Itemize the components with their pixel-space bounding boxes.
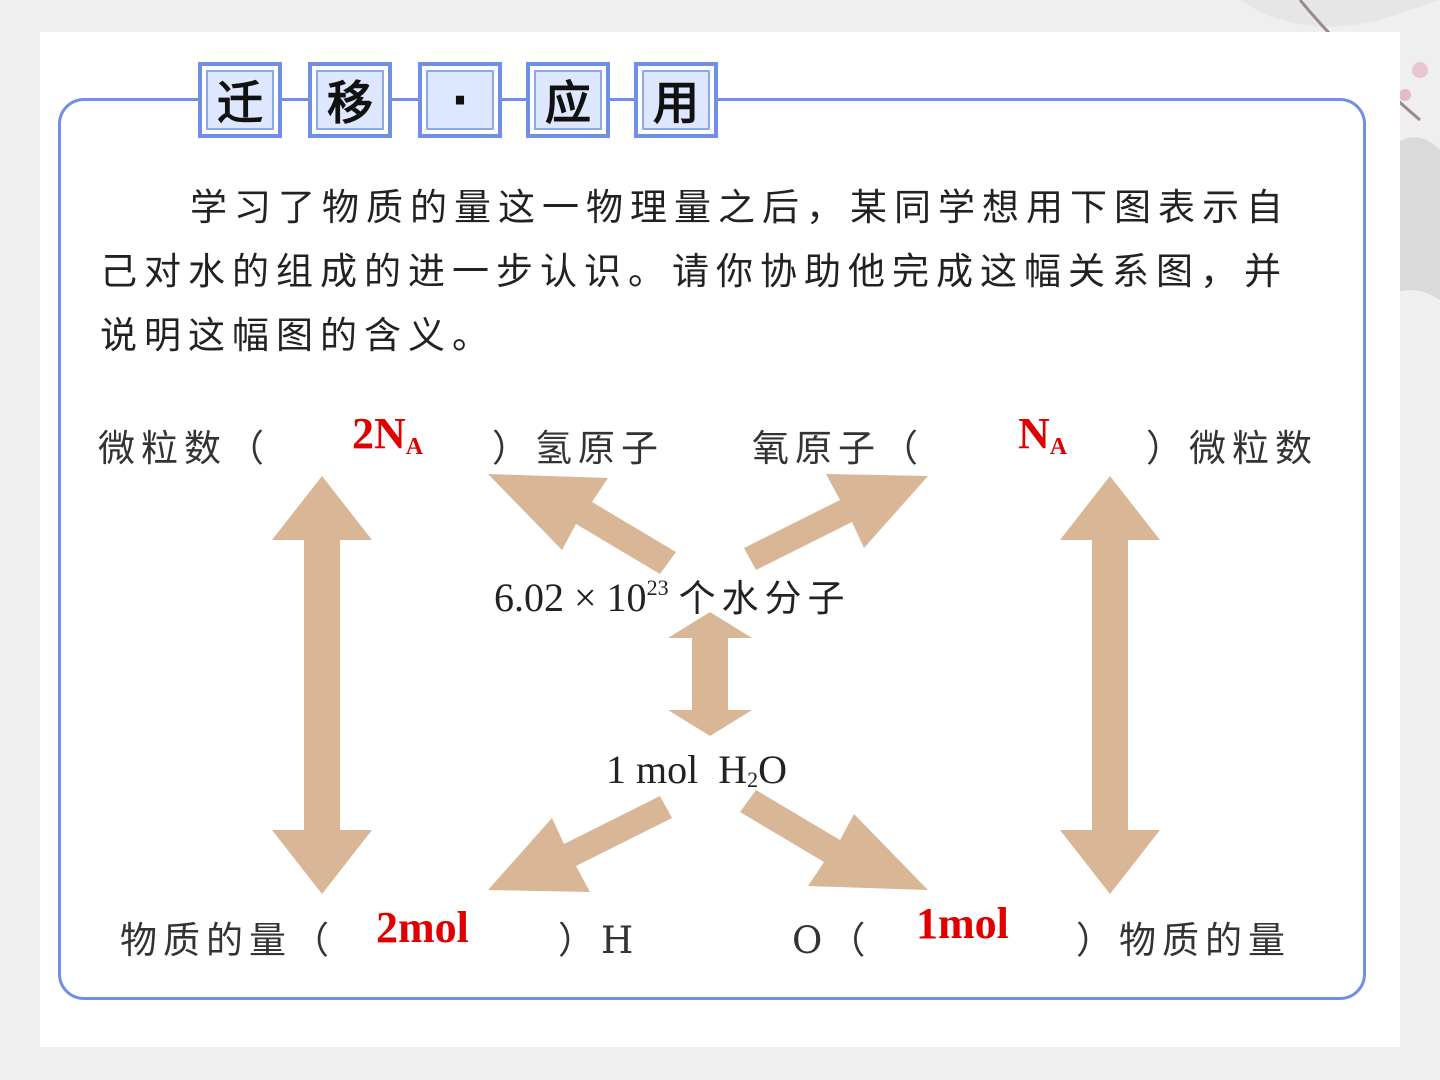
mol-suffix: O: [758, 747, 788, 792]
title-connector: [612, 98, 636, 101]
title-right-rule: [718, 98, 1318, 101]
label-top-right-suffix: ）微粒数: [1146, 427, 1318, 470]
title-char-box: 迁: [198, 62, 282, 138]
count-exponent: 23: [646, 575, 669, 600]
title-char-box: 用: [634, 62, 718, 138]
arrow-to-oxygen-bottom: [740, 790, 928, 890]
title-char: ·: [426, 70, 494, 130]
title-char-box: 应: [526, 62, 610, 138]
count-unit: 个水分子: [678, 577, 851, 620]
label-top-left-prefix: 微粒数（: [98, 427, 270, 470]
label-top-left-suffix: ）氢原子: [492, 427, 664, 470]
answer-sub: A: [1049, 434, 1068, 460]
title-char: 迁: [206, 70, 274, 130]
mol-prefix: 1 mol H: [606, 747, 748, 792]
label-bottom-right-suffix: ）物质的量: [1076, 919, 1291, 962]
count-base: 6.02 × 10: [494, 575, 647, 620]
title-connector: [502, 98, 528, 101]
answer-sub: A: [405, 434, 424, 460]
arrow-to-hydrogen-top: [488, 474, 676, 574]
arrow-to-hydrogen-bottom: [488, 796, 672, 892]
right-double-arrow: [1060, 476, 1160, 894]
answer-oxygen-amount: 1mol: [916, 899, 1009, 948]
title-char-box: 移: [308, 62, 392, 138]
answer-oxygen-particles: NA: [1018, 408, 1067, 461]
label-bottom-left-prefix: 物质的量（: [120, 919, 335, 962]
answer-hydrogen-amount: 2mol: [376, 903, 469, 952]
answer-main: 2N: [352, 409, 406, 458]
mol-subscript: 2: [747, 767, 759, 792]
title-char: 移: [316, 70, 384, 130]
problem-text: 学习了物质的量这一物理量之后，某同学想用下图表示自己对水的组成的进一步认识。请你…: [100, 186, 1290, 357]
label-bottom-right-prefix: O（: [792, 919, 872, 962]
content-card: [40, 32, 1400, 1047]
title-char: 用: [642, 70, 710, 130]
left-double-arrow: [272, 476, 372, 894]
title-connector: [282, 98, 308, 101]
title-char-box: ·: [418, 62, 502, 138]
center-molecule-count: 6.02 × 1023 个水分子: [494, 568, 851, 622]
arrow-to-oxygen-top: [744, 474, 928, 570]
answer-hydrogen-particles: 2NA: [352, 408, 423, 461]
answer-main: N: [1018, 409, 1050, 458]
title-char: 应: [534, 70, 602, 130]
label-top-right-prefix: 氧原子（: [752, 427, 924, 470]
title-connector: [392, 98, 418, 101]
center-mole-water: 1 mol H2O: [606, 746, 787, 793]
label-bottom-left-suffix: ）H: [558, 919, 640, 962]
center-double-arrow: [668, 612, 752, 736]
